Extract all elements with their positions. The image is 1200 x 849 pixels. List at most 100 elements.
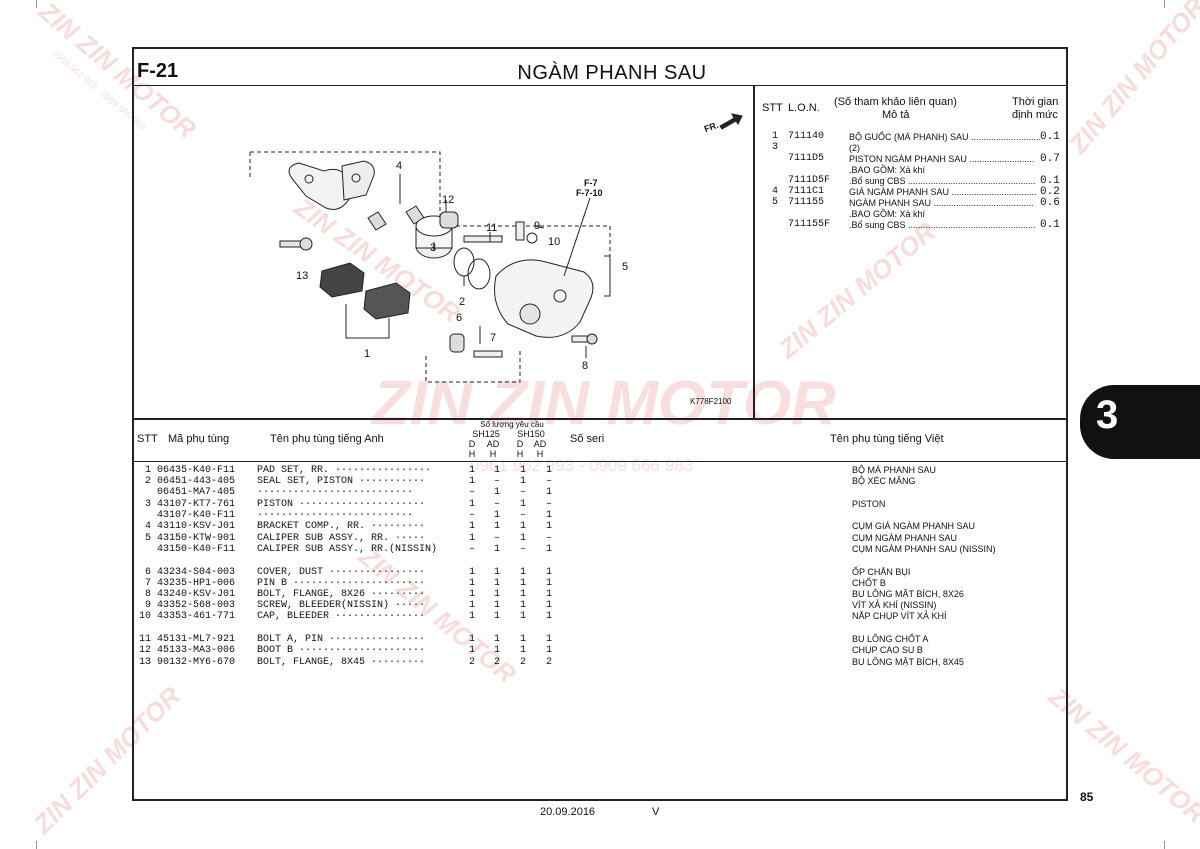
part-qty: 1 bbox=[545, 567, 552, 578]
parts-header-h-3: H bbox=[516, 449, 524, 459]
labor-row-code: 7111C1 bbox=[788, 186, 825, 197]
part-stt: 2 bbox=[144, 476, 151, 487]
labor-row-desc: .Bổ sung CBS ...........................… bbox=[849, 220, 1036, 230]
labor-row-code: 711155 bbox=[788, 197, 825, 208]
part-name-en: ·························· bbox=[257, 510, 414, 521]
parts-header-code: Mã phụ tùng bbox=[168, 433, 230, 445]
part-name-vn: CỤM NGÀM PHANH SAU bbox=[852, 533, 958, 543]
diagram-code: K778F2100 bbox=[690, 397, 732, 406]
part-code: 90132-MY6-670 bbox=[157, 657, 236, 668]
labor-row-desc: (2) bbox=[849, 143, 860, 153]
part-name-vn: BU LÔNG MẶT BÍCH, 8X45 bbox=[852, 657, 964, 667]
parts-header-h-4: H bbox=[536, 449, 544, 459]
part-name-en: CALIPER SUB ASSY., RR.(NISSIN) bbox=[257, 544, 438, 555]
part-qty: 1 bbox=[468, 645, 475, 656]
table-row: 13 90132-MY6-670 BOLT, FLANGE, 8X45 ······… bbox=[137, 657, 1057, 668]
part-name-vn: BỘ MÁ PHANH SAU bbox=[852, 465, 937, 475]
page-title: NGÀM PHANH SAU bbox=[517, 62, 707, 84]
labor-header-time-1: Thời gian bbox=[1012, 96, 1059, 108]
parts-header-stt: STT bbox=[137, 433, 158, 445]
part-qty: 1 bbox=[468, 611, 475, 622]
part-qty: – bbox=[545, 476, 552, 487]
labor-row-desc: BỘ GUỐC (MÁ PHANH) SAU .................… bbox=[849, 132, 1042, 142]
labor-row-code: 7111D5 bbox=[788, 153, 825, 164]
part-qty: 1 bbox=[468, 533, 475, 544]
part-name-en: CAP, BLEEDER ··············· bbox=[257, 611, 426, 622]
labor-row-desc: .BAO GỒM: Xả khí bbox=[849, 209, 926, 219]
part-qty: 1 bbox=[519, 611, 526, 622]
part-qty: 1 bbox=[468, 600, 475, 611]
part-qty: 1 bbox=[468, 567, 475, 578]
crop-mark bbox=[1164, 841, 1165, 849]
part-name-vn: PISTON bbox=[852, 499, 886, 509]
part-stt: 8 bbox=[144, 589, 151, 600]
labor-header-time-2: định mức bbox=[1012, 109, 1058, 121]
parts-header-model2: SH150 bbox=[517, 429, 545, 439]
callout-3: 3 bbox=[430, 242, 437, 254]
watermark-top-right: ZIN ZIN MOTOR bbox=[1063, 0, 1200, 160]
part-stt: 12 bbox=[138, 645, 151, 656]
part-stt: 13 bbox=[138, 657, 151, 668]
callout-11: 11 bbox=[486, 222, 498, 234]
part-name-en: ·························· bbox=[257, 487, 414, 498]
part-qty: 1 bbox=[545, 600, 552, 611]
section-ref: F-21 bbox=[137, 60, 179, 82]
parts-header-h-1: H bbox=[468, 449, 476, 459]
divider-title bbox=[132, 85, 1068, 86]
parts-header-name-vn: Tên phụ tùng tiếng Việt bbox=[830, 433, 944, 445]
part-code: 43240-KSV-J01 bbox=[157, 589, 236, 600]
labor-row-code: 7111D5F bbox=[788, 175, 831, 186]
footer-version: V bbox=[652, 806, 660, 818]
part-qty: 1 bbox=[468, 634, 475, 645]
part-code: 45131-ML7-921 bbox=[157, 634, 236, 645]
labor-header-desc-1: (Số tham khảo liên quan) bbox=[834, 96, 957, 108]
parts-header-ad-1: AD bbox=[486, 439, 500, 449]
part-qty: – bbox=[468, 544, 475, 555]
part-qty: 1 bbox=[468, 476, 475, 487]
part-code: 43110-KSV-J01 bbox=[157, 521, 236, 532]
labor-row-stt: 1 bbox=[772, 131, 779, 142]
part-name-vn: CỤM NGÀM PHANH SAU (NISSIN) bbox=[852, 544, 996, 554]
crop-mark bbox=[36, 0, 37, 8]
part-code: 43107-KT7-761 bbox=[157, 499, 236, 510]
part-qty: 1 bbox=[493, 589, 500, 600]
labor-row-code: 711155F bbox=[788, 219, 831, 230]
labor-header-desc-2: Mô tả bbox=[882, 109, 910, 121]
section-tab-number: 3 bbox=[1096, 393, 1119, 437]
callout-9: 9 bbox=[534, 220, 541, 232]
part-name-en: SCREW, BLEEDER(NISSIN) ····· bbox=[257, 600, 426, 611]
part-qty: 1 bbox=[545, 645, 552, 656]
part-qty: 1 bbox=[545, 465, 552, 476]
part-qty: – bbox=[493, 499, 500, 510]
part-name-vn: CHỐT B bbox=[852, 578, 886, 588]
part-stt: 3 bbox=[144, 499, 151, 510]
labor-row-desc: .BAO GỒM: Xả khí bbox=[849, 165, 926, 175]
part-qty: – bbox=[545, 533, 552, 544]
part-qty: 1 bbox=[545, 589, 552, 600]
part-qty: 1 bbox=[493, 567, 500, 578]
part-code: 43352-568-003 bbox=[157, 600, 236, 611]
part-code: 06451-MA7-405 bbox=[157, 487, 236, 498]
divider-diagram-labor bbox=[753, 85, 755, 418]
part-name-en: BOLT, FLANGE, 8X45 ········· bbox=[257, 657, 426, 668]
part-qty: 1 bbox=[468, 465, 475, 476]
part-name-en: BOOT B ····················· bbox=[257, 645, 426, 656]
part-qty: 1 bbox=[545, 521, 552, 532]
exploded-diagram: FR. F-7 F-7-10 1 2 3 4 5 6 7 8 9 10 11 1… bbox=[134, 86, 753, 418]
part-qty: 2 bbox=[493, 657, 500, 668]
part-qty: 1 bbox=[519, 476, 526, 487]
part-qty: 1 bbox=[519, 567, 526, 578]
part-stt: 5 bbox=[144, 533, 151, 544]
divider-parts-header bbox=[132, 461, 1068, 462]
part-qty: – bbox=[545, 499, 552, 510]
divider-parts bbox=[132, 418, 1068, 420]
part-qty: 2 bbox=[545, 657, 552, 668]
parts-header-serial: Số seri bbox=[570, 433, 605, 445]
part-qty: – bbox=[519, 510, 526, 521]
